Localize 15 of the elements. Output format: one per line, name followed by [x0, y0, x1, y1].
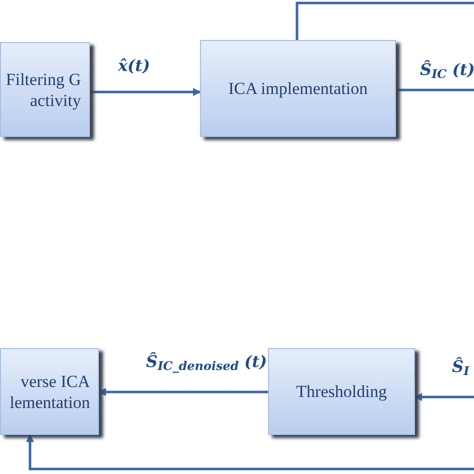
box-label: Thresholding	[295, 381, 388, 402]
process-box	[268, 348, 415, 435]
connector-line	[396, 88, 474, 92]
process-box	[0, 348, 99, 435]
process-box	[200, 40, 396, 137]
edge-label: Ŝ$_{IC_denoised}$ (t)	[146, 350, 267, 374]
arrow	[26, 434, 474, 470]
box-label: verse ICA lementation	[8, 370, 90, 412]
arrow	[98, 388, 268, 396]
arrow	[90, 88, 201, 96]
arrow	[414, 393, 474, 401]
connector-line	[296, 2, 474, 40]
box-label: ICA implementation	[227, 78, 369, 99]
process-box	[0, 42, 90, 137]
box-label: Filtering G activity	[4, 68, 81, 110]
